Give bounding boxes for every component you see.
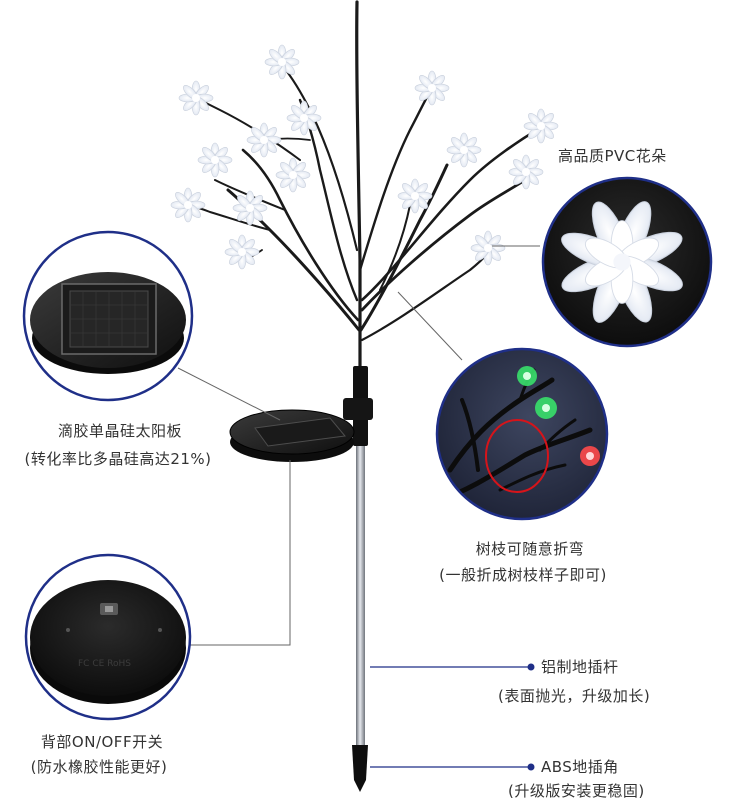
- pole-label-line1: 铝制地插杆: [541, 658, 619, 676]
- back-label-line1: 背部ON/OFF开关: [40, 733, 164, 751]
- solar-panel-unit: [229, 398, 373, 462]
- pole-callouts: [370, 666, 530, 768]
- stake-label-line2: (升级版安装更稳固): [508, 782, 645, 800]
- branches-label-line2: (一般折成树枝样子即可): [439, 566, 607, 584]
- pole-callout-dot: [527, 663, 535, 671]
- panel-label-line1: 滴胶单晶硅太阳板: [57, 422, 183, 440]
- lotus-flower-icon: [561, 201, 683, 323]
- back-closeup-circle: FC CE RoHS: [24, 553, 192, 721]
- panel-label-line2: (转化率比多晶硅高达21%): [24, 450, 212, 468]
- stake-label-line1: ABS地插角: [541, 758, 619, 776]
- solar-panel-icon: [61, 283, 157, 355]
- tree-branches: [187, 0, 542, 382]
- panel-closeup-circle: [22, 230, 194, 402]
- pole-label-line2: (表面抛光，升级加长): [498, 687, 651, 705]
- branches-label-line1: 树枝可随意折弯: [475, 540, 585, 558]
- ground-pole: [352, 366, 368, 792]
- power-switch-icon: [100, 603, 118, 615]
- stake-callout-dot: [527, 763, 535, 771]
- flower-label: 高品质PVC花朵: [558, 147, 667, 165]
- branches-closeup-circle: [435, 347, 609, 521]
- flower-closeup-circle: [541, 176, 713, 348]
- back-label-line2: (防水橡胶性能更好): [30, 758, 168, 776]
- embossed-marks: FC CE RoHS: [78, 659, 131, 669]
- tree-flowers: [170, 44, 559, 270]
- callout-lines: [177, 245, 540, 646]
